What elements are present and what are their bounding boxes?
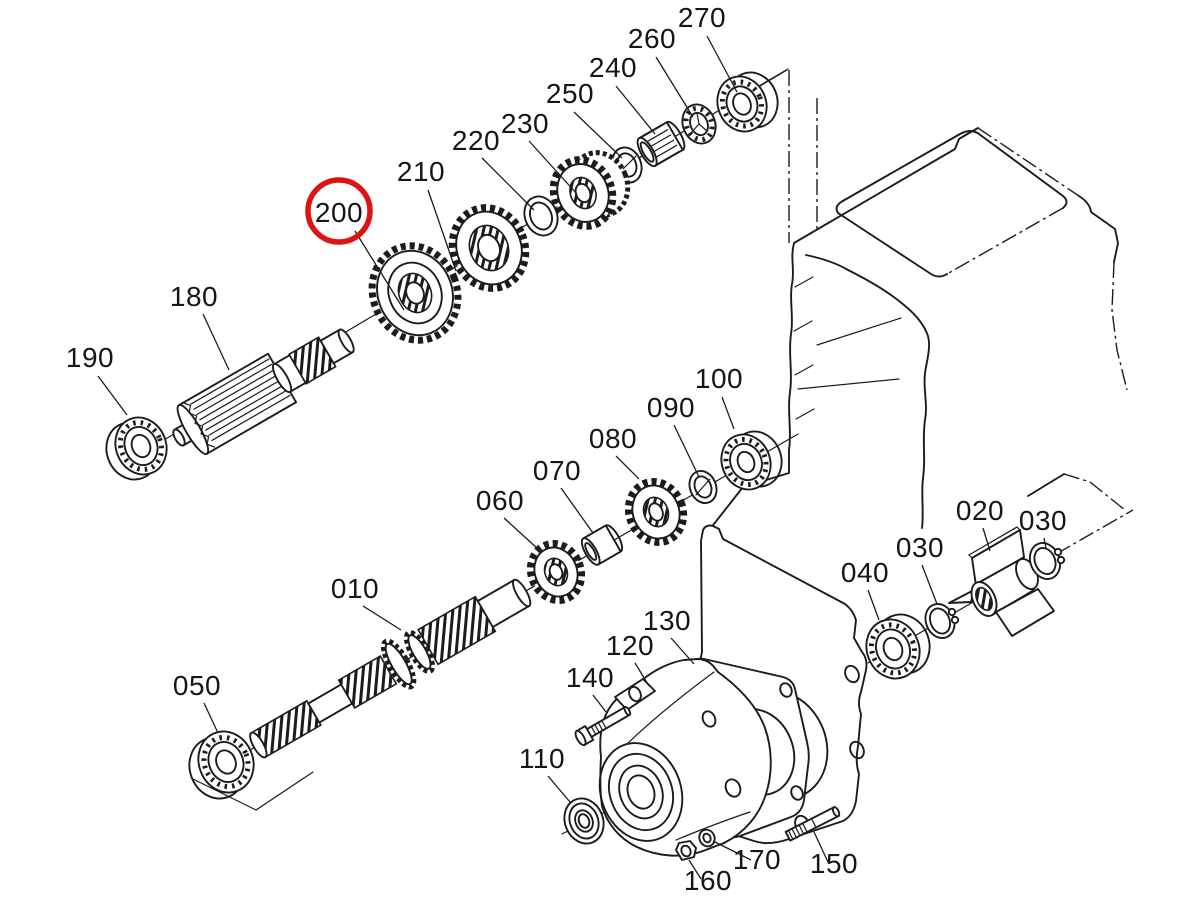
snap-ring-030-right [1028,542,1066,580]
callout-190: 190 [66,342,114,373]
collar-260 [681,103,717,145]
callout-010: 010 [331,573,379,604]
cover-120 [598,658,772,857]
callout-230: 230 [501,108,549,139]
callout-150: 150 [810,848,858,879]
case-bolt-hole [849,740,865,760]
bushing-070 [580,524,624,566]
bearing-270 [716,71,779,133]
callout-090: 090 [647,392,695,423]
gear-210 [448,204,530,292]
callout-170: 170 [733,844,781,875]
gear-200 [368,242,462,344]
callout-260: 260 [628,23,676,54]
washer-220 [523,195,559,237]
callout-060: 060 [476,485,524,516]
shifter-020 [948,526,1055,637]
case-bolt-hole [844,664,860,684]
gear-080 [624,478,688,546]
callout-240: 240 [589,52,637,83]
callout-050: 050 [173,670,221,701]
gear-060 [526,540,586,604]
gasket-hole [790,785,804,801]
input-shaft-180 [172,328,355,455]
main-shift-shaft-010 [249,578,532,759]
callout-100: 100 [695,363,743,394]
seal-110 [563,797,605,845]
bolt-140 [574,706,632,747]
callout-220: 220 [452,125,500,156]
callout-130: 130 [643,605,691,636]
case-hatch-lines [793,276,902,420]
leader-lines [97,35,1047,880]
callout-250: 250 [546,78,594,109]
bearing-040 [865,613,931,680]
stud-150 [784,806,841,842]
callout-070: 070 [533,455,581,486]
cover-bolt-hole [628,685,642,703]
callout-210: 210 [397,156,445,187]
callout-030-left: 030 [896,532,944,563]
callout-030-right: 030 [1019,505,1067,536]
callout-270: 270 [678,2,726,33]
cover-boss [724,778,742,798]
phantom-corner [1027,473,1065,497]
bearing-190 [105,416,168,481]
cover-bolt-hole [701,710,717,728]
callout-180: 180 [170,281,218,312]
floor-bracket [192,771,314,811]
callout-160: 160 [684,865,732,896]
callout-200: 200 [315,197,363,228]
callout-140: 140 [566,662,614,693]
collar-090 [688,469,718,505]
callout-020: 020 [956,495,1004,526]
washer-170 [698,828,716,848]
callout-120: 120 [606,630,654,661]
gasket-hole [779,682,793,698]
callout-labels: 270 260 240 250 230 220 210 200 180 190 … [66,2,1067,896]
nut-160 [675,840,697,861]
snap-ring-030-left [924,602,960,640]
callout-080: 080 [589,423,637,454]
highlight-circle [305,177,373,245]
callout-040: 040 [841,557,889,588]
gear-230 [549,150,631,230]
bearing-100 [720,430,783,491]
callout-110: 110 [519,743,565,774]
needle-cage-240 [636,120,686,168]
